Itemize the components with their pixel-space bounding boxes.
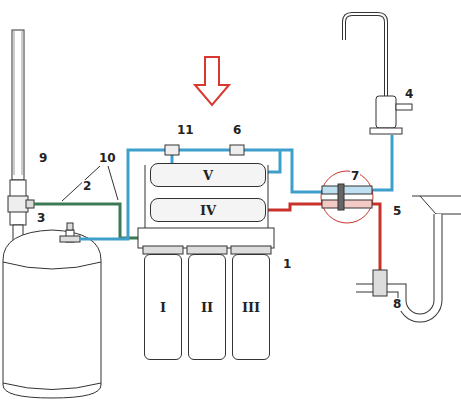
- filter-housing: III: [232, 254, 270, 360]
- stage-numeral: III: [242, 300, 260, 315]
- callout-number: 11: [176, 124, 195, 137]
- check-valve: [230, 145, 244, 155]
- stage-numeral: V: [203, 168, 213, 183]
- storage-tank: [3, 223, 101, 398]
- feed-tube: [34, 204, 142, 238]
- filter-housing: II: [188, 254, 226, 360]
- direction-arrow: [195, 57, 229, 105]
- callout-number: 9: [38, 152, 48, 165]
- clean-water-tube: [80, 135, 392, 239]
- callout-number: 2: [82, 180, 92, 193]
- tee-fitting: [165, 145, 179, 155]
- faucet: [344, 14, 412, 134]
- flow-restrictor: [321, 171, 373, 223]
- membrane-module: V: [150, 163, 266, 187]
- membrane-module: IV: [150, 198, 266, 222]
- leader-line: [62, 166, 118, 201]
- feed-valve: [8, 30, 34, 265]
- stage-numeral: IV: [200, 203, 216, 218]
- callout-number: 1: [282, 258, 292, 271]
- sink-drain: [356, 196, 461, 318]
- stage-numeral: I: [160, 300, 166, 315]
- callout-number: 6: [232, 124, 242, 137]
- callout-number: 8: [392, 298, 402, 311]
- callout-number: 7: [350, 170, 360, 183]
- filter-housing: I: [144, 254, 182, 360]
- callout-number: 3: [36, 212, 46, 225]
- callout-number: 5: [392, 205, 402, 218]
- stage-numeral: II: [201, 300, 213, 315]
- callout-number: 10: [98, 152, 117, 165]
- callout-number: 4: [404, 88, 414, 101]
